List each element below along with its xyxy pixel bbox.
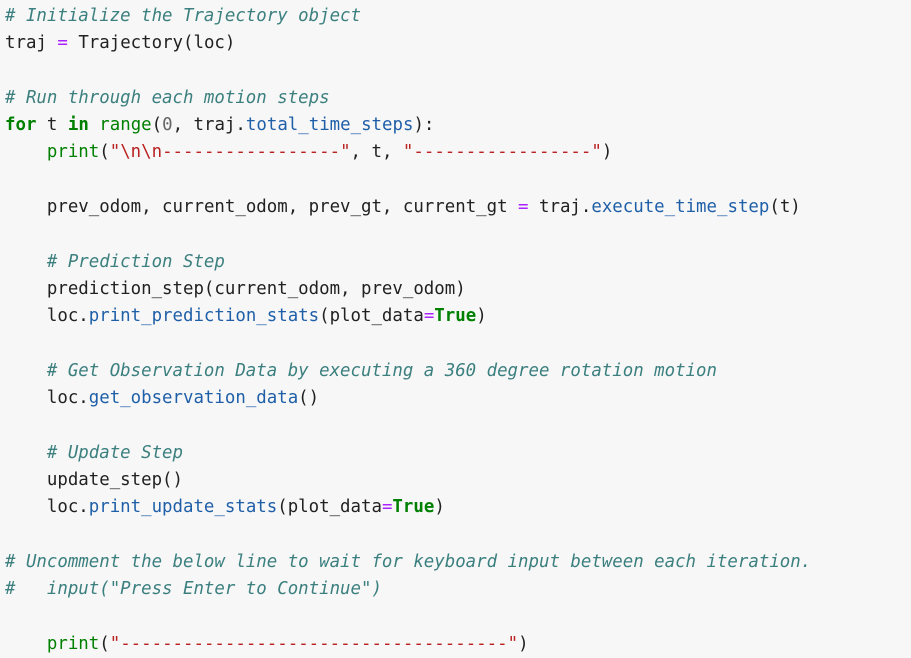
code-line-23 (5, 604, 911, 631)
comment: # Run through each motion steps (5, 87, 330, 108)
method: execute_time_step (591, 197, 770, 218)
code-line-3 (5, 58, 911, 85)
paren: ) (518, 633, 529, 654)
code-line-24: print("---------------------------------… (5, 631, 911, 658)
paren: ( (99, 142, 110, 163)
operator: = (381, 497, 393, 518)
string: "-------------------------------------" (109, 633, 519, 654)
code-line-16 (5, 412, 911, 439)
code-line-20 (5, 522, 911, 549)
string: "\n\n-----------------" (109, 142, 351, 163)
comment: # Get Observation Data by executing a 36… (5, 360, 717, 381)
operator: = (57, 33, 68, 54)
args: () (298, 388, 320, 409)
indent (5, 197, 47, 217)
keyword-true: True (434, 306, 477, 327)
indent (5, 634, 47, 654)
expression: loc. (5, 306, 89, 327)
variable: traj (5, 33, 58, 54)
paren: ( (151, 115, 163, 136)
code-line-15: loc.get_observation_data() (5, 385, 911, 412)
statement: prediction_step(current_odom, prev_odom) (5, 278, 466, 299)
builtin-print: print (46, 633, 100, 654)
builtin-print: print (46, 142, 100, 163)
keyword-for: for (5, 115, 37, 136)
attribute: total_time_steps (245, 115, 414, 136)
code-line-21: # Uncomment the below line to wait for k… (5, 549, 911, 576)
paren: ) (434, 497, 445, 518)
operator: = (518, 197, 529, 218)
code-line-14: # Get Observation Data by executing a 36… (5, 358, 911, 385)
expression: , traj. (172, 115, 246, 136)
variable: t (36, 115, 68, 136)
indent (5, 142, 47, 162)
code-line-18: update_step() (5, 467, 911, 494)
code-line-4: # Run through each motion steps (5, 85, 911, 112)
builtin-range: range (99, 115, 152, 136)
keyword-true: True (392, 497, 435, 518)
space (89, 115, 99, 135)
variables: prev_odom, current_odom, prev_gt, curren… (46, 197, 519, 218)
statement: update_step() (5, 470, 183, 491)
code-line-12: loc.print_prediction_stats(plot_data=Tru… (5, 303, 911, 330)
keyword-in: in (67, 115, 89, 136)
code-line-7 (5, 167, 911, 194)
comment: # Update Step (5, 442, 183, 463)
comment: # input("Press Enter to Continue") (5, 579, 382, 600)
method: get_observation_data (88, 388, 299, 409)
paren: ) (476, 306, 487, 327)
comment: # Prediction Step (5, 251, 225, 272)
expression: , t, (350, 142, 403, 163)
operator: = (423, 306, 435, 327)
code-line-17: # Update Step (5, 440, 911, 467)
expression: traj. (528, 197, 592, 218)
args: (t) (769, 197, 801, 218)
code-line-5: for t in range(0, traj.total_time_steps)… (5, 112, 911, 139)
number: 0 (162, 115, 173, 136)
code-line-13 (5, 331, 911, 358)
code-line-19: loc.print_update_stats(plot_data=True) (5, 494, 911, 521)
comment: # Uncomment the below line to wait for k… (5, 551, 812, 572)
code-line-6: print("\n\n-----------------", t, "-----… (5, 139, 911, 166)
args: (plot_data (319, 306, 424, 327)
paren: ): (413, 115, 435, 136)
code-line-11: prediction_step(current_odom, prev_odom) (5, 276, 911, 303)
expression: loc. (5, 388, 89, 409)
args: (plot_data (277, 497, 382, 518)
expression: loc. (5, 497, 89, 518)
code-line-10: # Prediction Step (5, 249, 911, 276)
code-line-1: # Initialize the Trajectory object (5, 3, 911, 30)
string: "-----------------" (402, 142, 602, 163)
comment: # Initialize the Trajectory object (5, 6, 361, 26)
expression: Trajectory(loc) (67, 33, 236, 54)
code-line-2: traj = Trajectory(loc) (5, 30, 911, 57)
code-line-9 (5, 221, 911, 248)
code-line-8: prev_odom, current_odom, prev_gt, curren… (5, 194, 911, 221)
paren: ( (99, 633, 110, 654)
code-line-22: # input("Press Enter to Continue") (5, 576, 911, 603)
paren: ) (601, 142, 613, 163)
method: print_prediction_stats (88, 306, 320, 327)
method: print_update_stats (88, 497, 278, 518)
